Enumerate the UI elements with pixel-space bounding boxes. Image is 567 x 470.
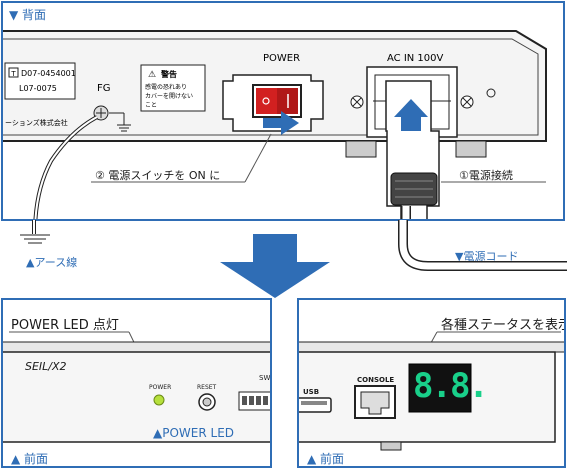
- serial-line-2: L07-0075: [19, 84, 57, 93]
- warning-triangle-icon: ⚠: [148, 70, 156, 80]
- power-cord-outside: [20, 220, 567, 271]
- rear-device-illustration: T D07-0454001 L07-0075 ーションズ株式会社 FG ⚠ 警告…: [3, 30, 547, 219]
- section-label: ▼ 背面: [9, 8, 47, 22]
- warning-line-3: こと: [145, 102, 157, 109]
- serial-sticker: T: [4, 62, 76, 100]
- power-switch: [222, 74, 324, 132]
- front-footer-right: ▲ 前面: [307, 452, 345, 466]
- svg-text:T: T: [10, 70, 16, 78]
- power-led-icon: [153, 394, 165, 406]
- front-reset-label: RESET: [197, 384, 217, 391]
- warning-sticker: [140, 64, 206, 112]
- status-display-callout: 各種ステータスを表示: [441, 318, 566, 333]
- dip-switch-icon: [238, 391, 270, 411]
- step2-label: ② 電源スイッチを ON に: [95, 169, 221, 182]
- rear-view-panel: ▼ 背面 T D07-0454001 L07-0075 ーションズ株式会社 FG: [1, 1, 565, 221]
- console-label: CONSOLE: [357, 376, 395, 384]
- front-device-left: [3, 331, 270, 443]
- power-label: POWER: [263, 53, 300, 64]
- switch-arrow-icon: [263, 111, 299, 135]
- serial-line-1: D07-0454001: [21, 69, 76, 78]
- console-port-icon: [354, 385, 396, 419]
- device-name: SEIL/X2: [25, 360, 67, 373]
- warning-line-2: カバーを開けない: [145, 93, 193, 100]
- front-device-right: [299, 331, 564, 451]
- reset-button-icon: [198, 393, 216, 411]
- front-view-panel-right: 各種ステータスを表示 USB CONSOLE 8.8. ▲ 前面: [297, 298, 566, 468]
- company-text: ーションズ株式会社: [5, 118, 68, 127]
- earth-wire-label: ▲アース線: [26, 256, 78, 269]
- plug-arrow-icon: [394, 99, 428, 131]
- warning-title: 警告: [160, 69, 177, 79]
- front-sw-label: SW: [259, 374, 271, 382]
- ac-label: AC IN 100V: [387, 53, 444, 64]
- usb-label: USB: [303, 388, 320, 396]
- fg-label: FG: [97, 83, 111, 94]
- front-footer-left: ▲ 前面: [11, 452, 49, 466]
- power-led-caption: ▲POWER LED: [153, 426, 235, 440]
- warning-line-1: 感電の恐れあり: [145, 83, 187, 91]
- power-cord-label: ▼電源コード: [455, 250, 519, 263]
- front-view-panel-left: POWER LED 点灯 SEIL/X2 POWER RESET SW ▲POW…: [1, 298, 272, 468]
- front-power-label: POWER: [149, 384, 172, 391]
- step1-label: ①電源接続: [459, 169, 513, 182]
- segment-display: [408, 363, 472, 413]
- power-led-callout: POWER LED 点灯: [11, 318, 119, 333]
- usb-port-icon: [299, 397, 332, 413]
- ground-symbol-icon: [109, 112, 131, 132]
- fg-screw-icon: [93, 105, 109, 121]
- device-foot-right: [455, 140, 487, 158]
- down-arrow-icon: [220, 234, 330, 298]
- status-display-value: 8.8.: [413, 366, 489, 406]
- device-foot-left: [345, 140, 377, 158]
